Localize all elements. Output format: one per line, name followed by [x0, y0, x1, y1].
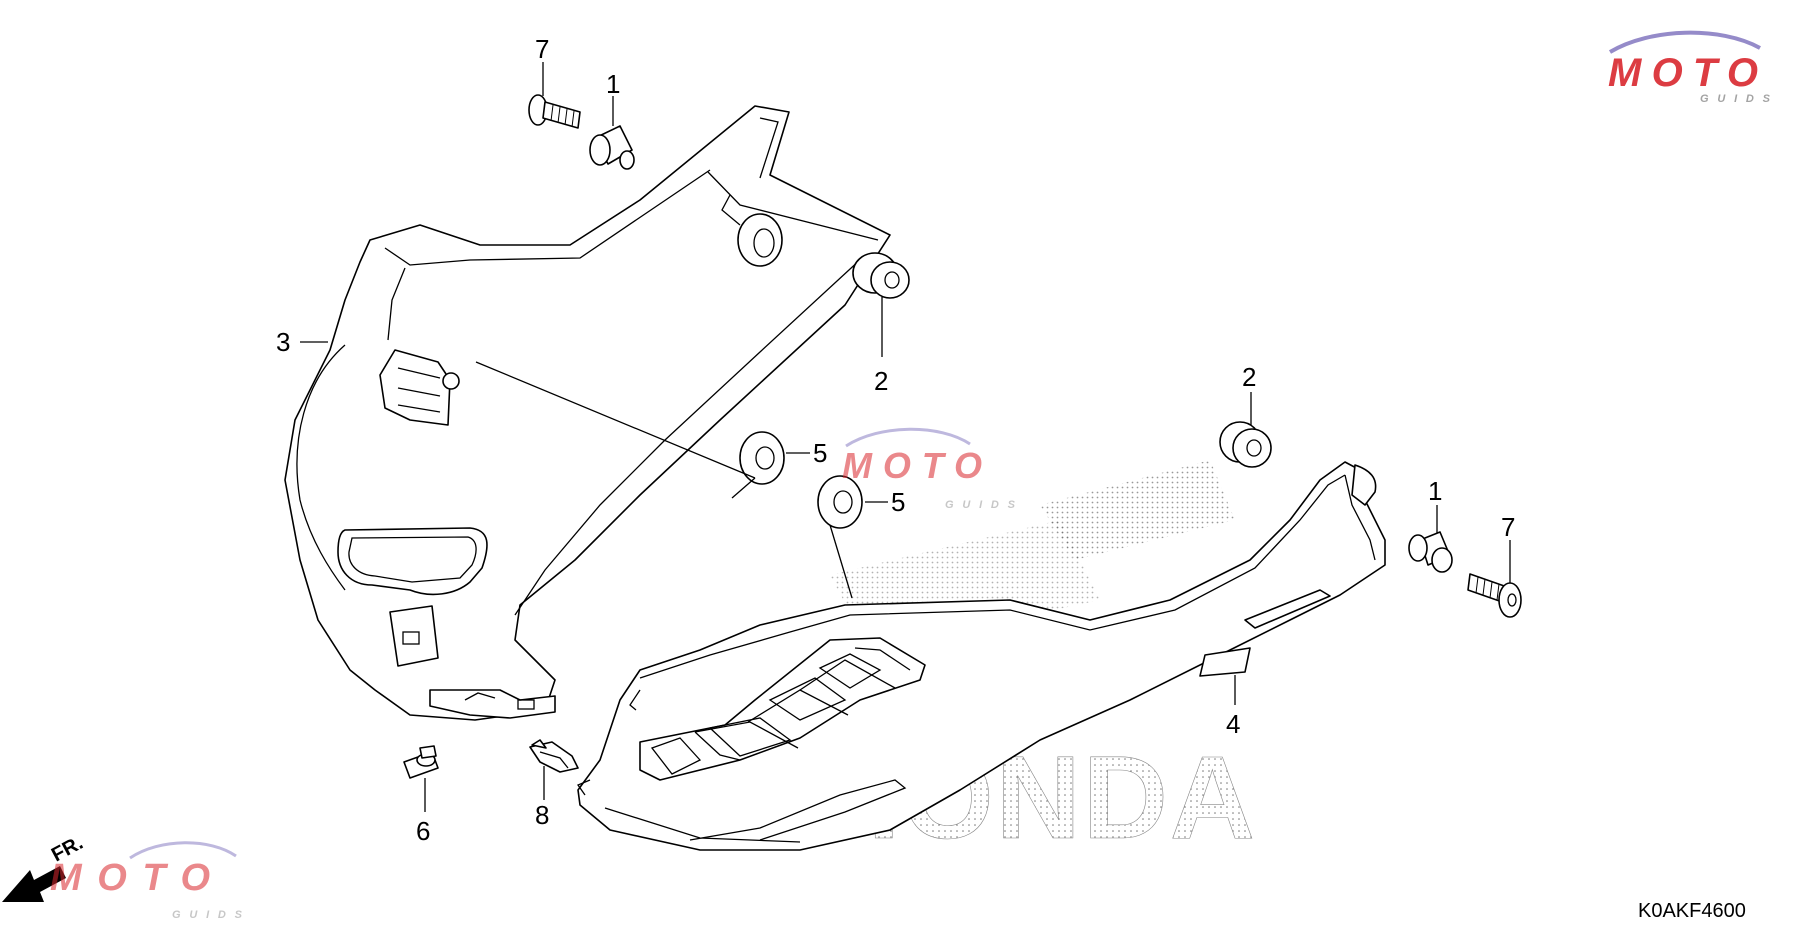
watermark-center: MOTO GUIDS: [842, 427, 1016, 511]
callout-1-top: 1: [606, 69, 620, 99]
callout-2-lower: 2: [1242, 362, 1256, 392]
callout-5-upper: 5: [813, 438, 827, 468]
screw-part-6: [403, 745, 439, 779]
watermark-swoosh-icon: [845, 427, 971, 448]
callout-6: 6: [416, 816, 430, 846]
watermark-main: MOTO: [50, 857, 210, 899]
watermark-sub: GUIDS: [1700, 93, 1771, 105]
callout-1-right: 1: [1428, 476, 1442, 506]
bolt-part-7-right: [1467, 573, 1522, 618]
drawing-code: K0AKF4600: [1638, 900, 1746, 922]
watermark-top-right: MOTO GUIDS: [1608, 30, 1771, 105]
callout-7-right: 7: [1501, 512, 1515, 542]
callout-3: 3: [276, 327, 290, 357]
callout-7-top: 7: [535, 34, 549, 64]
under-cover-lower-part-4: [577, 461, 1386, 851]
callout-2-upper: 2: [874, 366, 888, 396]
grommet-part-2-upper: [852, 252, 910, 299]
watermark-sub: GUIDS: [172, 909, 243, 921]
bolt-part-7-top: [528, 94, 581, 129]
watermark-swoosh-icon: [129, 841, 237, 860]
callout-labels: 7 1 3 2 5 5 2 1 7 4 6 8: [276, 34, 1515, 846]
clip-part-8: [529, 739, 579, 773]
watermark-swoosh-icon: [1608, 30, 1761, 54]
watermark-main: MOTO: [842, 445, 982, 486]
washer-part-5-upper: [739, 431, 785, 485]
callout-8: 8: [535, 800, 549, 830]
callout-5-lower: 5: [891, 487, 905, 517]
collar-part-1-top: [589, 125, 635, 170]
watermark-main: MOTO: [1608, 51, 1758, 95]
washer-part-5-lower: [817, 475, 863, 529]
grommet-part-2-lower: [1219, 421, 1272, 468]
under-cover-upper-part-3: [284, 105, 891, 721]
front-arrow-icon: [2, 866, 66, 902]
callout-4: 4: [1226, 709, 1240, 739]
leader-lines: [300, 62, 1511, 812]
collar-part-1-right: [1408, 531, 1453, 573]
watermark-sub: GUIDS: [945, 499, 1016, 511]
